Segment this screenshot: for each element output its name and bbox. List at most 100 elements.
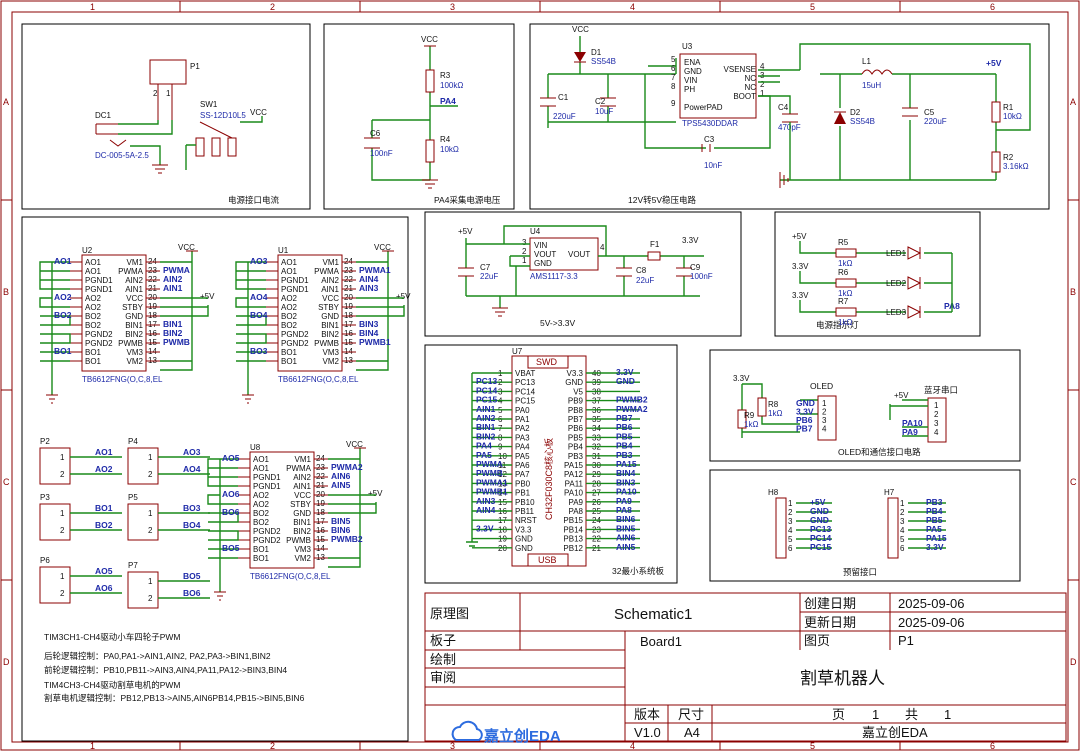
- mcu-net-label: AIN4: [476, 505, 496, 515]
- h7-pin-num: 4: [900, 526, 905, 535]
- row-mark: C: [1070, 477, 1077, 487]
- driver-net-label: BIN3: [359, 319, 379, 329]
- mcu-net-label: PB3: [616, 450, 633, 460]
- block-pa4-sample: PA4采集电源电压 VCC R3 100kΩ PA4 R4 10kΩ C6 10…: [323, 23, 515, 210]
- h7-net: PB4: [926, 506, 943, 516]
- port-pin-num: 1: [148, 509, 153, 518]
- r3-resistor: [425, 69, 435, 93]
- port-net: AO3: [183, 447, 201, 457]
- col-mark: 4: [630, 2, 635, 12]
- driver-pin-label: AIN2: [125, 276, 143, 285]
- mcu-pin-label: V3.3: [515, 525, 532, 534]
- driver-pin-label: BO2: [281, 312, 298, 321]
- h8-header: [775, 497, 787, 559]
- driver-5v: +5V: [200, 292, 215, 301]
- driver-u1: U1TB6612FNG(O,C,8,ELVCC+5VAO1AO1PGND1PGN…: [235, 243, 411, 404]
- mcu-pin-label: PA4: [515, 443, 530, 452]
- mcu-pin-label: PB14: [563, 525, 583, 534]
- driver-wiring: [207, 458, 239, 592]
- mcu-pin-label: PA1: [515, 415, 530, 424]
- pa4-net: PA4: [440, 96, 456, 106]
- draw-label: 绘制: [430, 652, 456, 667]
- driver-pin-label: PGND1: [85, 276, 113, 285]
- driver-pin-label: PWMB: [286, 536, 311, 545]
- page-total-label: 共: [905, 707, 918, 722]
- port-pin-num: 2: [60, 526, 65, 535]
- bt-pin-num: 2: [934, 410, 939, 419]
- mcu-net-label: PB7: [616, 413, 633, 423]
- driver-pin-label: AO1: [85, 258, 102, 267]
- block-title: PA4采集电源电压: [434, 195, 501, 205]
- l1-val: 15uH: [862, 81, 881, 90]
- mcu-net-label: GND: [616, 376, 635, 386]
- c3-ref: C3: [704, 135, 715, 144]
- logo-text: 嘉立创EDA: [483, 727, 561, 745]
- block-pa4-frame: [323, 23, 515, 210]
- out-net: 3.3V: [682, 236, 699, 245]
- u3-pad-num: 9: [671, 99, 676, 108]
- led-source-net: 3.3V: [792, 262, 809, 271]
- mcu-pin-label: V5: [573, 387, 583, 396]
- mcu-net-label: BIN6: [616, 514, 636, 524]
- block-leds-frame: [774, 211, 981, 337]
- driver-pin-label: PGND2: [281, 339, 309, 348]
- driver-pin-label: AO1: [281, 267, 298, 276]
- h7-pin-num: 5: [900, 535, 905, 544]
- r4-val: 10kΩ: [440, 145, 459, 154]
- mcu-pin-label: GND: [515, 535, 533, 544]
- u3-pin-num: 2: [760, 80, 765, 89]
- driver-net-label: PWMA1: [359, 265, 391, 275]
- mcu-pin-label: NRST: [515, 516, 537, 525]
- mcu-pin-label: PB9: [568, 397, 584, 406]
- u3-pin-label: VSENSE: [724, 65, 756, 74]
- driver-pin-label: BO1: [281, 348, 298, 357]
- driver-net-label: BIN4: [359, 328, 379, 338]
- oled-pin-num: 4: [822, 425, 827, 434]
- h8-net: PC15: [810, 542, 832, 552]
- block-buck: 12V转5V稳压电路 VCC D1 SS54B C1 220uF C2 10uF…: [529, 23, 1050, 210]
- block-title: 12V转5V稳压电路: [628, 195, 697, 205]
- mcu-pin-label: PC14: [515, 387, 536, 396]
- driver-ref: U8: [250, 443, 261, 452]
- block-mcu: 32最小系统板 U7 SWD USB CH32F030C8核心板 VBAT1PC…: [424, 344, 678, 584]
- row-mark: B: [1070, 287, 1076, 297]
- driver-pin-label: VM1: [295, 455, 312, 464]
- led-wiring: [799, 241, 952, 254]
- mcu-pin-label: VBAT: [515, 369, 535, 378]
- c6-val: 100nF: [370, 149, 393, 158]
- d2-diode: [834, 112, 846, 124]
- h8-net: GND: [810, 515, 829, 525]
- u3-pin-num: 4: [760, 62, 765, 71]
- c2-val: 10uF: [595, 107, 613, 116]
- port-net: BO1: [95, 503, 113, 513]
- driver-pin-label: PWMA: [286, 464, 312, 473]
- size-label: 尺寸: [678, 707, 704, 722]
- driver-net-label: BO1: [54, 346, 72, 356]
- d2-part: SS54B: [850, 117, 875, 126]
- col-mark: 5: [810, 741, 815, 751]
- driver-pin-label: VCC: [322, 294, 339, 303]
- driver-wiring: [356, 251, 405, 371]
- vcc-label: VCC: [421, 35, 438, 44]
- u3-pad-label: PowerPAD: [684, 103, 723, 112]
- p1-ref: P1: [190, 62, 200, 71]
- driver-pin-label: BIN1: [125, 321, 143, 330]
- mcu-pin-label: PA0: [515, 406, 530, 415]
- u3-part: TPS5430DDAR: [682, 119, 738, 128]
- bt-pin-num: 4: [934, 428, 939, 437]
- note-line: TIM4CH3-CH4驱动割草电机的PWM: [44, 680, 180, 690]
- mcu-net-label: BIN3: [616, 477, 636, 487]
- col-mark: 6: [990, 2, 995, 12]
- driver-wiring: [328, 448, 377, 568]
- version-label: 版本: [634, 707, 660, 722]
- pin-num: 4: [600, 243, 605, 252]
- driver-pin-label: STBY: [318, 303, 340, 312]
- driver-part: TB6612FNG(O,C,8,EL: [278, 375, 359, 384]
- row-mark: D: [3, 657, 10, 667]
- gnd-symbol: [46, 394, 58, 404]
